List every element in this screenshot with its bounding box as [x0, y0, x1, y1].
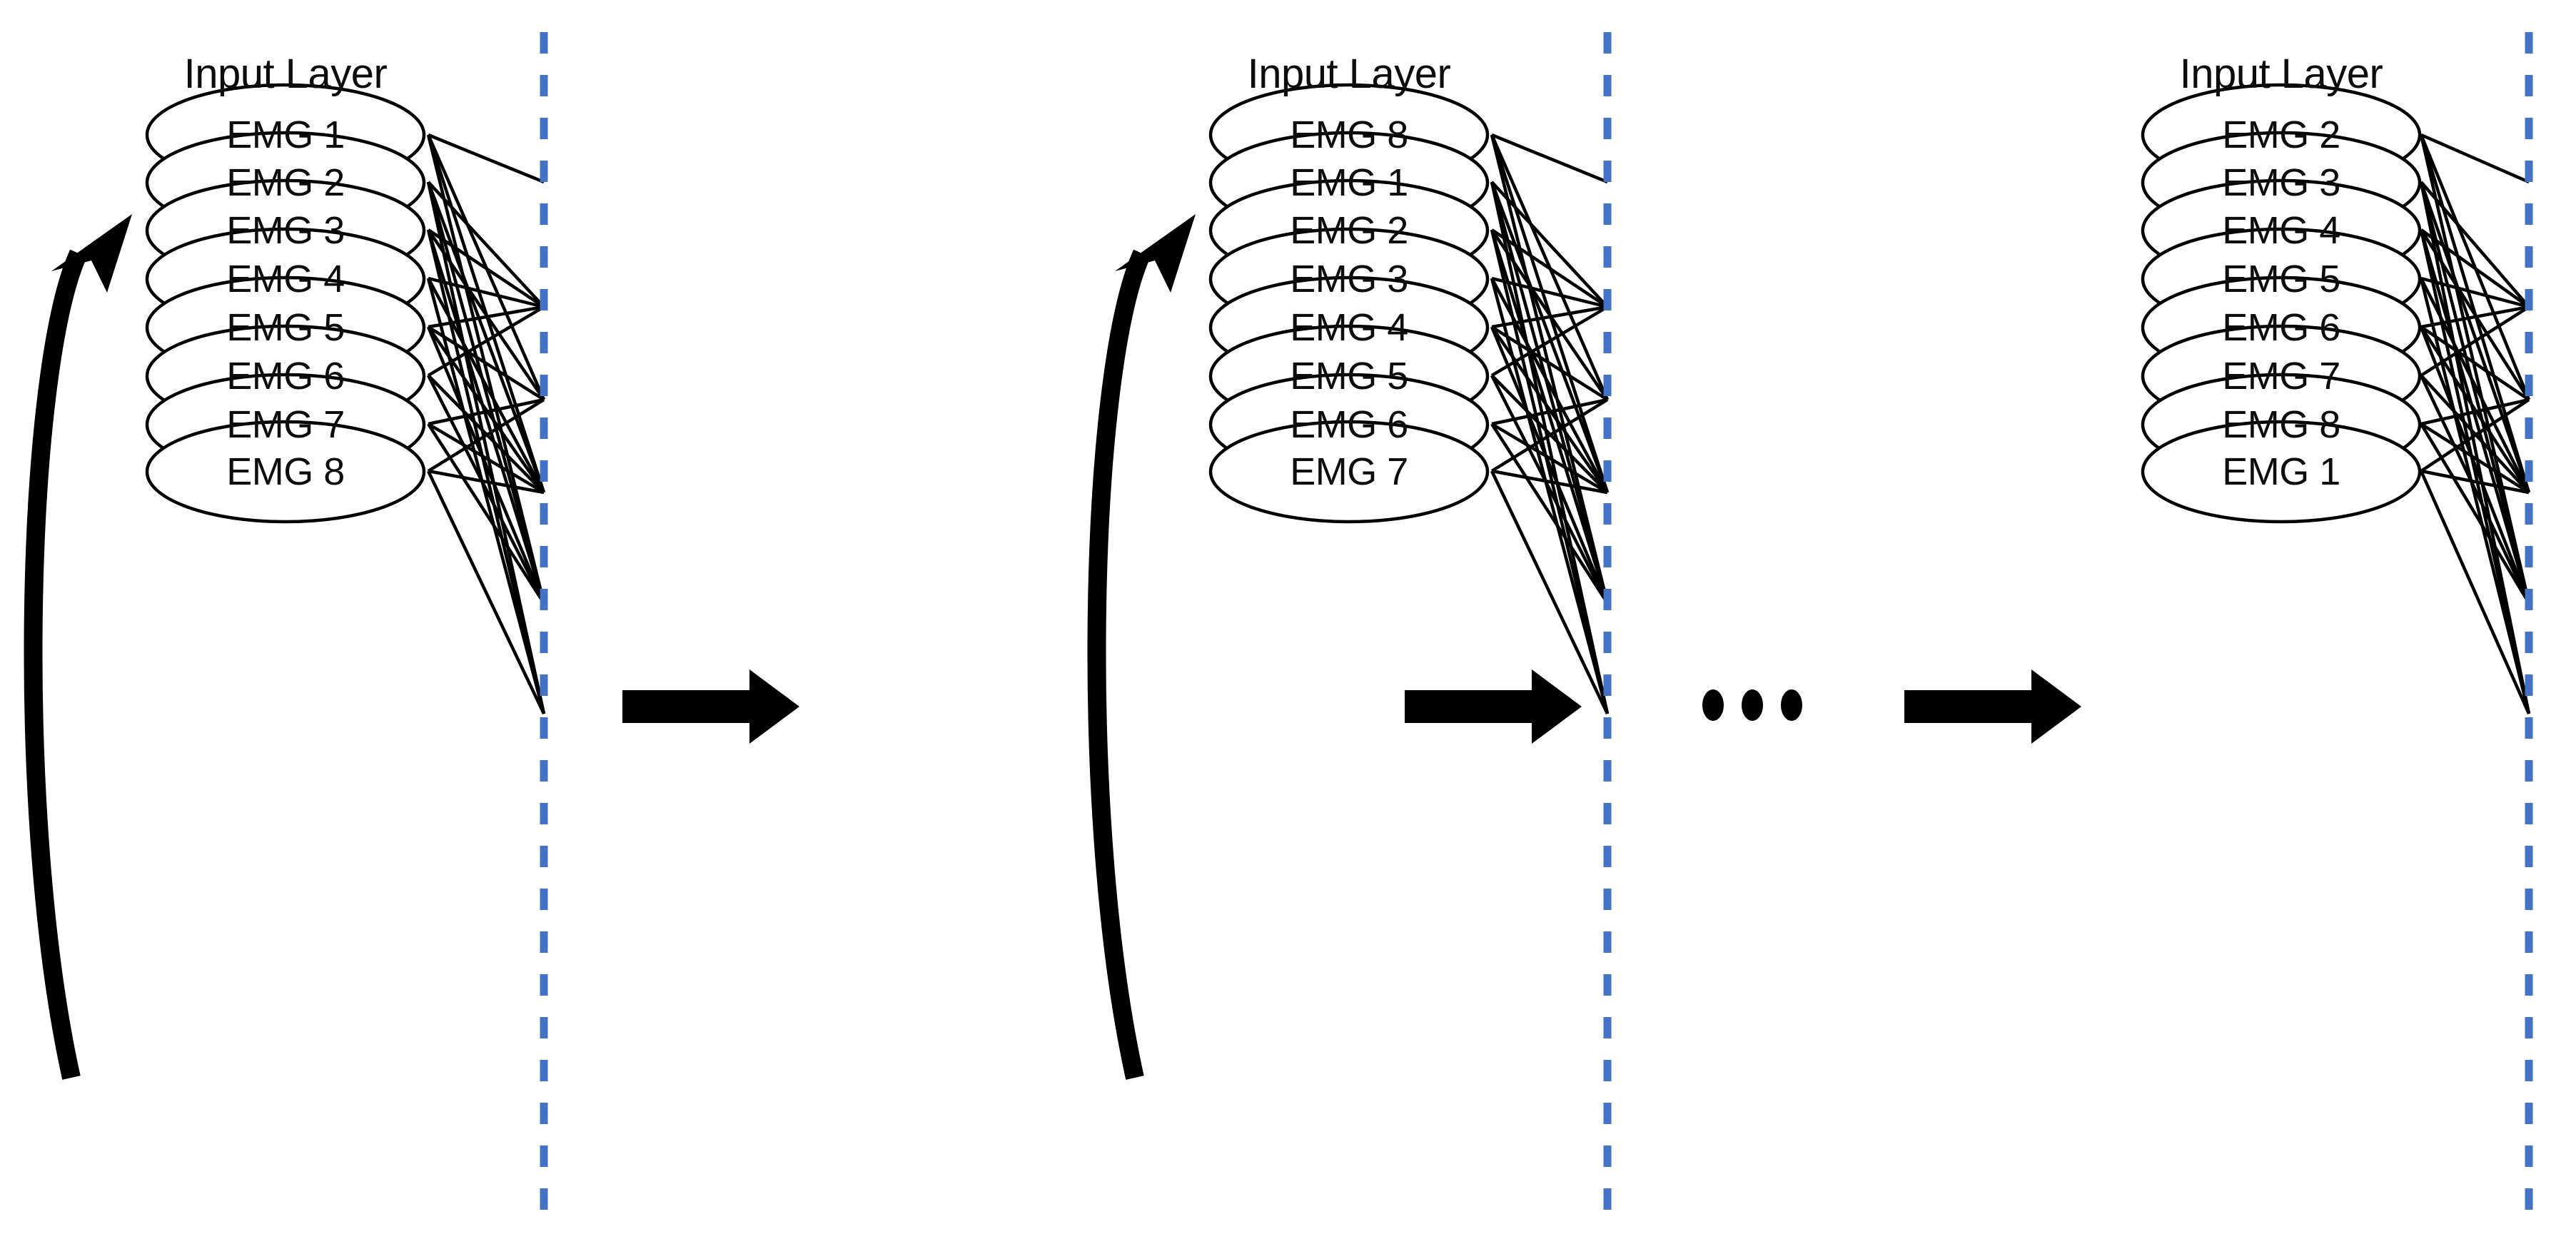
panel-1-rotation-arrow [24, 214, 132, 1080]
node-label: EMG 6 [1290, 403, 1408, 446]
panel-1-nodes [145, 83, 426, 524]
node-label: EMG 7 [2222, 355, 2340, 398]
node-label: EMG 6 [226, 355, 345, 398]
panel-2-node-labels: EMG 8 EMG 1 EMG 2 EMG 3 EMG 4 EMG 5 EMG … [1290, 113, 1408, 493]
panel-1-connections [426, 133, 546, 714]
node-label: EMG 2 [226, 161, 345, 204]
panel-2-connections [1490, 133, 1610, 714]
node-label: EMG 5 [2222, 258, 2340, 300]
node-label: EMG 5 [226, 306, 345, 349]
panel-1-title: Input Layer [183, 51, 388, 97]
node-ellipse [145, 420, 426, 524]
node-label: EMG 6 [2222, 306, 2340, 349]
node-label: EMG 8 [1290, 113, 1408, 156]
node-label: EMG 4 [1290, 306, 1408, 349]
panel-1-node-labels: EMG 1 EMG 2 EMG 3 EMG 4 EMG 5 EMG 6 EMG … [226, 113, 345, 493]
panel-1-group [24, 32, 548, 1222]
node-ellipse [1208, 420, 1490, 524]
node-label: EMG 7 [1290, 450, 1408, 493]
panel-2-group [1087, 32, 1612, 1222]
panel-3-title: Input Layer [2179, 51, 2383, 97]
ellipsis-dots [1702, 689, 1802, 721]
node-label: EMG 4 [226, 258, 345, 300]
panel-3-nodes [2141, 83, 2422, 524]
node-label: EMG 1 [1290, 161, 1408, 204]
node-label: EMG 1 [226, 113, 345, 156]
flow-arrow-3 [1904, 669, 2081, 744]
node-label: EMG 3 [1290, 258, 1408, 300]
node-label: EMG 7 [226, 403, 345, 446]
panel-2-rotation-arrow [1087, 214, 1196, 1080]
node-label: EMG 8 [2222, 403, 2340, 446]
panel-3-group [2141, 32, 2533, 1222]
node-label: EMG 4 [2222, 209, 2340, 252]
panel-3-node-labels: EMG 2 EMG 3 EMG 4 EMG 5 EMG 6 EMG 7 EMG … [2222, 113, 2340, 493]
node-label: EMG 2 [1290, 209, 1408, 252]
node-label: EMG 3 [226, 209, 345, 252]
panel-3-connections [2419, 133, 2531, 714]
node-label: EMG 8 [226, 450, 345, 493]
node-label: EMG 2 [2222, 113, 2340, 156]
node-label: EMG 5 [1290, 355, 1408, 398]
panel-2-title: Input Layer [1247, 51, 1451, 97]
flow-arrow-2 [1405, 669, 1582, 744]
node-label: EMG 3 [2222, 161, 2340, 204]
node-ellipse [2141, 420, 2422, 524]
node-label: EMG 1 [2222, 450, 2340, 493]
panel-2-nodes [1208, 83, 1490, 524]
flow-arrow-1 [622, 669, 799, 744]
